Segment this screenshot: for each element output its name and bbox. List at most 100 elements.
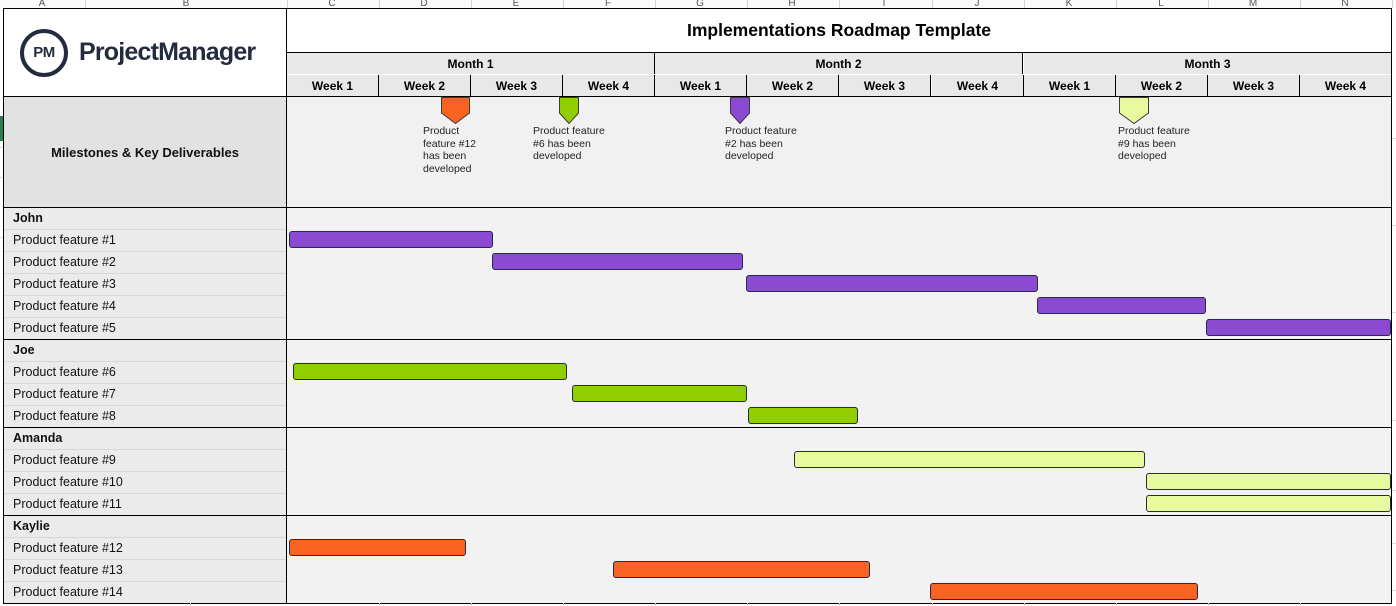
gantt-bar[interactable]	[748, 407, 858, 424]
milestone-label[interactable]: Product feature #9 has been developed	[1118, 125, 1190, 162]
row-divider	[4, 493, 286, 494]
right-edge-gridline	[1392, 312, 1396, 313]
bottom-tick	[1116, 603, 1117, 606]
task-label[interactable]: Product feature #13	[13, 563, 123, 577]
column-header[interactable]: N	[1341, 0, 1349, 8]
week-header-cell[interactable]: Week 1	[287, 75, 379, 96]
milestone-marker-icon[interactable]	[441, 97, 470, 129]
milestone-marker-icon[interactable]	[1119, 97, 1149, 129]
column-header[interactable]: H	[788, 0, 796, 8]
gantt-bar[interactable]	[746, 275, 1038, 292]
grid-line	[3, 96, 1391, 97]
assignee-label[interactable]: Joe	[13, 343, 35, 357]
task-label[interactable]: Product feature #14	[13, 585, 123, 599]
week-header-cell[interactable]: Week 2	[747, 75, 839, 96]
task-label[interactable]: Product feature #4	[13, 299, 116, 313]
gantt-bar[interactable]	[1146, 495, 1391, 512]
task-label[interactable]: Product feature #10	[13, 475, 123, 489]
month-header-cell[interactable]: Month 3	[1024, 53, 1392, 74]
milestones-header-cell[interactable]: Milestones & Key Deliverables	[4, 97, 286, 207]
week-header-cell[interactable]: Week 4	[563, 75, 655, 96]
milestone-label[interactable]: Product feature #12 has been developed	[423, 125, 477, 175]
column-header[interactable]: F	[604, 0, 612, 8]
milestone-band: Product feature #12 has been developed Pr…	[287, 97, 1391, 207]
gantt-bar[interactable]	[930, 583, 1198, 600]
column-header[interactable]: B	[182, 0, 190, 8]
spreadsheet-column-strip: A B C D E F G H I J K L M N	[0, 0, 1396, 8]
week-header-cell[interactable]: Week 4	[1300, 75, 1392, 96]
bottom-tick	[747, 603, 748, 606]
row-divider	[4, 273, 286, 274]
week-header-cell[interactable]: Week 4	[932, 75, 1024, 96]
month-header-cell[interactable]: Month 2	[655, 53, 1023, 74]
column-header[interactable]: D	[420, 0, 428, 8]
bottom-tick	[563, 603, 564, 606]
gantt-bar[interactable]	[1037, 297, 1206, 314]
task-label[interactable]: Product feature #2	[13, 255, 116, 269]
month-header-cell[interactable]: Month 1	[287, 53, 655, 74]
task-label[interactable]: Product feature #1	[13, 233, 116, 247]
week-header-cell[interactable]: Week 2	[379, 75, 471, 96]
column-divider	[1024, 0, 1025, 8]
assignee-label[interactable]: Amanda	[13, 431, 63, 445]
left-edge-gridline	[0, 237, 3, 238]
task-label[interactable]: Product feature #11	[13, 497, 122, 511]
projectmanager-logo-icon: PM	[20, 28, 68, 77]
row-divider	[4, 581, 286, 582]
bottom-tick	[379, 603, 380, 606]
column-header[interactable]: E	[512, 0, 520, 8]
assignee-label[interactable]: John	[13, 211, 43, 225]
gantt-bar[interactable]	[1146, 473, 1391, 490]
column-header[interactable]: C	[328, 0, 336, 8]
row-divider	[4, 251, 286, 252]
gantt-bar[interactable]	[613, 561, 870, 578]
task-label[interactable]: Product feature #12	[13, 541, 123, 555]
left-edge-gridline	[0, 177, 3, 178]
column-header[interactable]: A	[38, 0, 46, 8]
bottom-tick	[1300, 603, 1301, 606]
week-header-cell[interactable]: Week 1	[655, 75, 747, 96]
page-title[interactable]: Implementations Roadmap Template	[287, 9, 1391, 52]
gantt-bar[interactable]	[492, 253, 743, 270]
milestone-label[interactable]: Product feature #2 has been developed	[725, 125, 797, 162]
week-header-cell[interactable]: Week 3	[471, 75, 563, 96]
week-header-cell[interactable]: Week 2	[1116, 75, 1208, 96]
week-header-cell[interactable]: Week 3	[1208, 75, 1300, 96]
column-header[interactable]: I	[882, 0, 886, 8]
milestone-label[interactable]: Product feature #6 has been developed	[533, 125, 605, 162]
column-header[interactable]: G	[696, 0, 704, 8]
row-divider	[4, 471, 286, 472]
row-divider	[4, 449, 286, 450]
column-header[interactable]: M	[1248, 0, 1258, 8]
assignee-label[interactable]: Kaylie	[13, 519, 50, 533]
column-divider	[839, 0, 840, 8]
projectmanager-wordmark: ProjectManager	[79, 38, 256, 66]
gantt-bar[interactable]	[1206, 319, 1391, 336]
grid-line	[3, 207, 1391, 208]
task-label[interactable]: Product feature #3	[13, 277, 116, 291]
gantt-bar[interactable]	[289, 539, 466, 556]
task-label[interactable]: Product feature #9	[13, 453, 116, 467]
task-label[interactable]: Product feature #5	[13, 321, 116, 335]
week-header-cell[interactable]: Week 3	[839, 75, 931, 96]
column-header[interactable]: K	[1065, 0, 1073, 8]
task-label[interactable]: Product feature #7	[13, 387, 116, 401]
gantt-bar[interactable]	[289, 231, 493, 248]
grid-line	[3, 339, 1391, 340]
milestone-marker-icon[interactable]	[559, 97, 579, 129]
right-edge-gridline	[1392, 138, 1396, 139]
bottom-tick	[1208, 603, 1209, 606]
week-header-cell[interactable]: Week 1	[1024, 75, 1116, 96]
milestone-marker-icon[interactable]	[730, 97, 750, 129]
column-divider	[747, 0, 748, 8]
column-header[interactable]: L	[1158, 0, 1164, 8]
gantt-bar[interactable]	[794, 451, 1145, 468]
bottom-tick	[655, 603, 656, 606]
grid-line	[1391, 8, 1392, 604]
task-label[interactable]: Product feature #8	[13, 409, 116, 423]
gantt-bar[interactable]	[293, 363, 567, 380]
column-header[interactable]: J	[974, 0, 980, 8]
gantt-bar[interactable]	[572, 385, 747, 402]
task-label[interactable]: Product feature #6	[13, 365, 116, 379]
row-divider	[4, 361, 286, 362]
